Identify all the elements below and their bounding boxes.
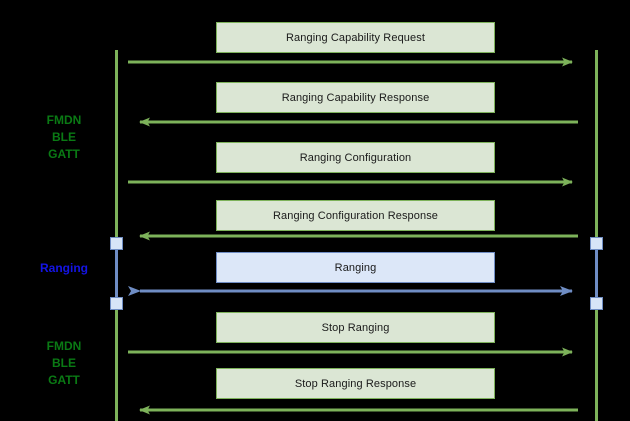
message-box-ranging-capability-request[interactable]: Ranging Capability Request: [216, 22, 495, 53]
phase-label-ranging: Ranging: [40, 261, 88, 275]
left-activation-end-box: [110, 297, 123, 310]
phase-label-fmdn-ble-gatt-top: FMDN BLE GATT: [46, 113, 82, 161]
left-activation-link: [115, 249, 118, 309]
right-activation-start-box: [590, 237, 603, 250]
left-lifeline: [115, 50, 118, 421]
message-box-ranging-configuration-response[interactable]: Ranging Configuration Response: [216, 200, 495, 231]
right-activation-end-box: [590, 297, 603, 310]
phase-label-fmdn-ble-gatt-bottom: FMDN BLE GATT: [46, 339, 82, 387]
message-box-ranging[interactable]: Ranging: [216, 252, 495, 283]
message-box-ranging-capability-response[interactable]: Ranging Capability Response: [216, 82, 495, 113]
left-activation-start-box: [110, 237, 123, 250]
message-box-stop-ranging-response[interactable]: Stop Ranging Response: [216, 368, 495, 399]
message-box-ranging-configuration[interactable]: Ranging Configuration: [216, 142, 495, 173]
right-lifeline: [595, 50, 598, 421]
message-box-stop-ranging[interactable]: Stop Ranging: [216, 312, 495, 343]
right-activation-link: [595, 249, 598, 309]
